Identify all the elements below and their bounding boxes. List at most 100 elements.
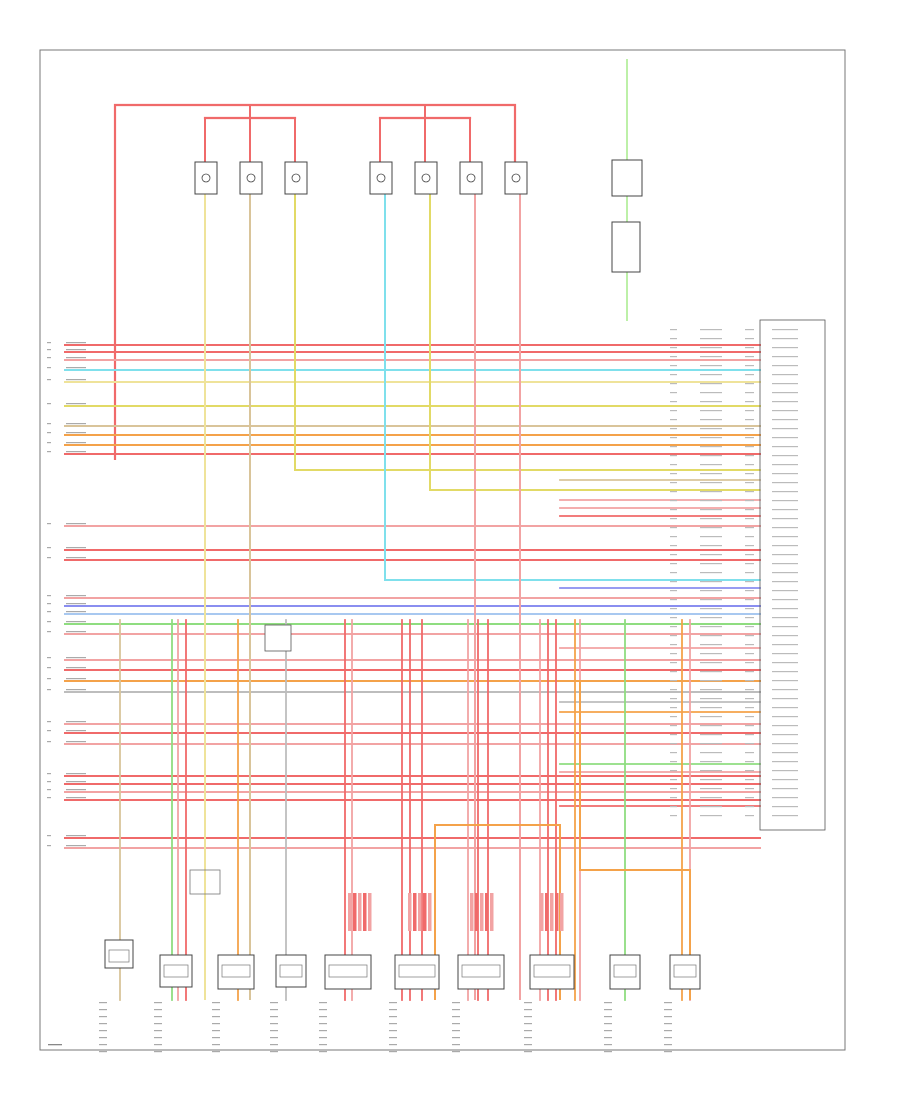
component-label-placeholder <box>270 1030 278 1032</box>
pin-label-placeholder <box>745 599 754 601</box>
pin-label-placeholder <box>670 509 677 511</box>
function-label-placeholder <box>772 329 798 331</box>
component-label-placeholder <box>452 1044 460 1046</box>
pin-label-placeholder <box>700 428 722 430</box>
pin-number-placeholder <box>47 611 51 613</box>
connector-pin-3 <box>560 893 564 931</box>
function-label-placeholder <box>772 635 798 637</box>
connector-pin-2 <box>490 893 494 931</box>
relay-drop-4 <box>429 194 760 491</box>
component-label-placeholder <box>389 1044 397 1046</box>
pin-label-placeholder <box>745 356 754 358</box>
component-6 <box>457 954 505 990</box>
pin-label-placeholder <box>670 626 677 628</box>
function-label-placeholder <box>772 536 798 538</box>
switch-box-bottom <box>611 221 641 273</box>
component-label-placeholder <box>664 1023 672 1025</box>
pin-label-placeholder <box>700 482 722 484</box>
connector-pin-3 <box>555 893 559 931</box>
component-label-placeholder <box>452 1023 460 1025</box>
pin-label-placeholder <box>700 716 722 718</box>
relay-5 <box>459 161 483 195</box>
component-label-placeholder <box>212 1044 220 1046</box>
module-badge <box>264 624 292 652</box>
pin-label-placeholder <box>670 527 677 529</box>
pin-number-placeholder <box>47 678 51 680</box>
pin-label-placeholder <box>670 680 677 682</box>
component-label-placeholder <box>664 1037 672 1039</box>
pin-label-placeholder <box>670 446 677 448</box>
wire-color-placeholder <box>66 547 86 549</box>
component-label-placeholder <box>604 1023 612 1025</box>
pin-label-placeholder <box>670 662 677 664</box>
function-label-placeholder <box>772 734 798 736</box>
relay-drop-3 <box>384 194 760 581</box>
component-label-placeholder <box>154 1037 162 1039</box>
component-label-placeholder <box>389 1030 397 1032</box>
pin-number-placeholder <box>47 557 51 559</box>
component-label-placeholder <box>212 1051 220 1053</box>
pin-number-placeholder <box>47 342 51 344</box>
function-label-placeholder <box>772 491 798 493</box>
pin-label-placeholder <box>670 590 677 592</box>
component-label-placeholder <box>524 1009 532 1011</box>
pin-label-placeholder <box>670 419 677 421</box>
pin-label-placeholder <box>700 725 722 727</box>
component-5 <box>394 954 440 990</box>
pin-label-placeholder <box>745 554 754 556</box>
pin-label-placeholder <box>700 347 722 349</box>
pin-label-placeholder <box>700 608 722 610</box>
pin-label-placeholder <box>670 347 677 349</box>
wire-color-placeholder <box>66 730 86 732</box>
pin-label-placeholder <box>670 653 677 655</box>
relay-coil-icon <box>511 173 521 183</box>
component-label-placeholder <box>452 1051 460 1053</box>
switch-box-top <box>611 159 643 197</box>
pin-label-placeholder <box>745 590 754 592</box>
pin-number-placeholder <box>47 797 51 799</box>
connector-pin-0 <box>368 893 372 931</box>
component-label-placeholder <box>99 1037 107 1039</box>
component-label-placeholder <box>154 1030 162 1032</box>
pin-label-placeholder <box>670 374 677 376</box>
pin-label-placeholder <box>670 500 677 502</box>
pin-label-placeholder <box>700 500 722 502</box>
pin-label-placeholder <box>700 698 722 700</box>
function-label-placeholder <box>772 482 798 484</box>
function-label-placeholder <box>772 428 798 430</box>
pin-label-placeholder <box>745 536 754 538</box>
connector-pin-3 <box>550 893 554 931</box>
pin-label-placeholder <box>700 392 722 394</box>
pin-label-placeholder <box>670 698 677 700</box>
function-label-placeholder <box>772 797 798 799</box>
pin-label-placeholder <box>700 599 722 601</box>
pin-label-placeholder <box>700 518 722 520</box>
pin-label-placeholder <box>700 401 722 403</box>
pin-label-placeholder <box>670 581 677 583</box>
pin-number-placeholder <box>47 595 51 597</box>
pin-number-placeholder <box>47 845 51 847</box>
pin-label-placeholder <box>745 392 754 394</box>
component-label-placeholder <box>99 1051 107 1053</box>
connector-pin-1 <box>408 893 412 931</box>
component-4 <box>324 954 372 990</box>
pin-label-placeholder <box>745 617 754 619</box>
pin-number-placeholder <box>47 442 51 444</box>
relay-coil-icon <box>246 173 256 183</box>
function-label-placeholder <box>772 599 798 601</box>
pin-number-placeholder <box>47 667 51 669</box>
pin-label-placeholder <box>670 365 677 367</box>
pin-number-placeholder <box>47 451 51 453</box>
pin-number-placeholder <box>47 657 51 659</box>
pin-label-placeholder <box>700 581 722 583</box>
pin-label-placeholder <box>670 437 677 439</box>
wire-color-placeholder <box>66 432 86 434</box>
inline-connector <box>189 869 221 895</box>
wire-color-placeholder <box>66 595 86 597</box>
pin-label-placeholder <box>745 491 754 493</box>
component-label-placeholder <box>99 1016 107 1018</box>
component-label-placeholder <box>99 1023 107 1025</box>
wire-color-placeholder <box>66 557 86 559</box>
pin-label-placeholder <box>700 356 722 358</box>
wire-color-placeholder <box>66 403 86 405</box>
